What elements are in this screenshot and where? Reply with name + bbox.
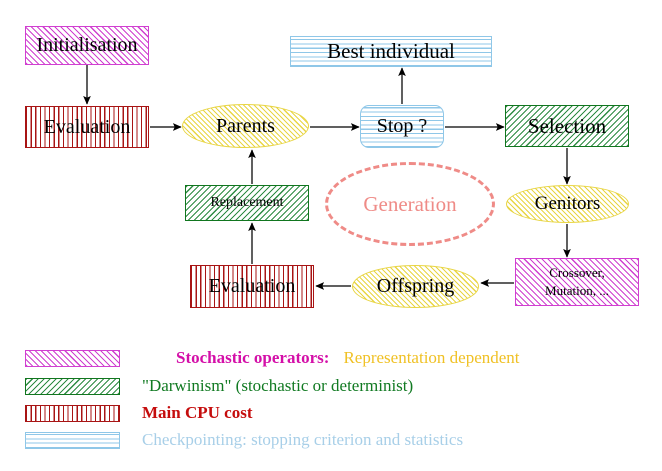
node-best-individual[interactable]: Best individual	[290, 36, 492, 67]
legend-label-checkpointing: Checkpointing: stopping criterion and st…	[142, 430, 464, 449]
legend-row: Stochastic operators: Representation depe…	[0, 346, 662, 370]
legend-row: "Darwinism" (stochastic or determinist)	[0, 374, 662, 398]
legend-swatch-checkpointing	[25, 431, 120, 449]
node-initialisation[interactable]: Initialisation	[25, 26, 149, 65]
node-crossover-label: Crossover, Mutation, ...	[545, 265, 609, 298]
node-offspring[interactable]: Offspring	[352, 265, 479, 308]
node-stop[interactable]: Stop ?	[360, 105, 444, 148]
legend-label-main-cpu-cost: Main CPU cost	[142, 403, 253, 422]
node-genitors-label: Genitors	[534, 193, 601, 215]
legend-label-darwinism: "Darwinism" (stochastic or determinist)	[142, 376, 414, 395]
node-replacement[interactable]: Replacement	[185, 185, 309, 221]
legend-label-stochastic-operators: Stochastic operators:	[176, 348, 330, 367]
node-evaluation-top-label: Evaluation	[43, 115, 131, 138]
node-initialisation-label: Initialisation	[36, 34, 138, 56]
node-evaluation-bottom[interactable]: Evaluation	[190, 265, 314, 308]
node-parents[interactable]: Parents	[182, 104, 309, 148]
node-selection-label: Selection	[527, 113, 607, 138]
node-parents-label: Parents	[216, 114, 275, 137]
legend-row: Main CPU cost	[0, 401, 662, 425]
node-selection[interactable]: Selection	[505, 105, 629, 147]
node-best-individual-label: Best individual	[327, 39, 455, 64]
node-evaluation-bottom-label: Evaluation	[208, 275, 296, 297]
node-generation: Generation	[325, 162, 495, 246]
legend-swatch-darwinism	[25, 377, 120, 395]
legend-text-group: Stochastic operators: Representation depe…	[142, 328, 520, 388]
legend: Stochastic operators: Representation depe…	[0, 340, 662, 455]
legend-row: Checkpointing: stopping criterion and st…	[0, 428, 662, 452]
node-genitors[interactable]: Genitors	[506, 185, 629, 223]
node-offspring-label: Offspring	[376, 275, 455, 297]
node-stop-label: Stop ?	[376, 115, 428, 137]
legend-swatch-main-cpu-cost	[25, 404, 120, 422]
node-evaluation-top[interactable]: Evaluation	[25, 106, 149, 148]
node-crossover[interactable]: Crossover, Mutation, ...	[515, 258, 639, 306]
legend-label-representation-dependent: Representation dependent	[343, 348, 520, 367]
legend-swatch-stochastic-operators	[25, 349, 120, 367]
node-replacement-label: Replacement	[210, 194, 284, 210]
node-generation-label: Generation	[363, 191, 457, 216]
